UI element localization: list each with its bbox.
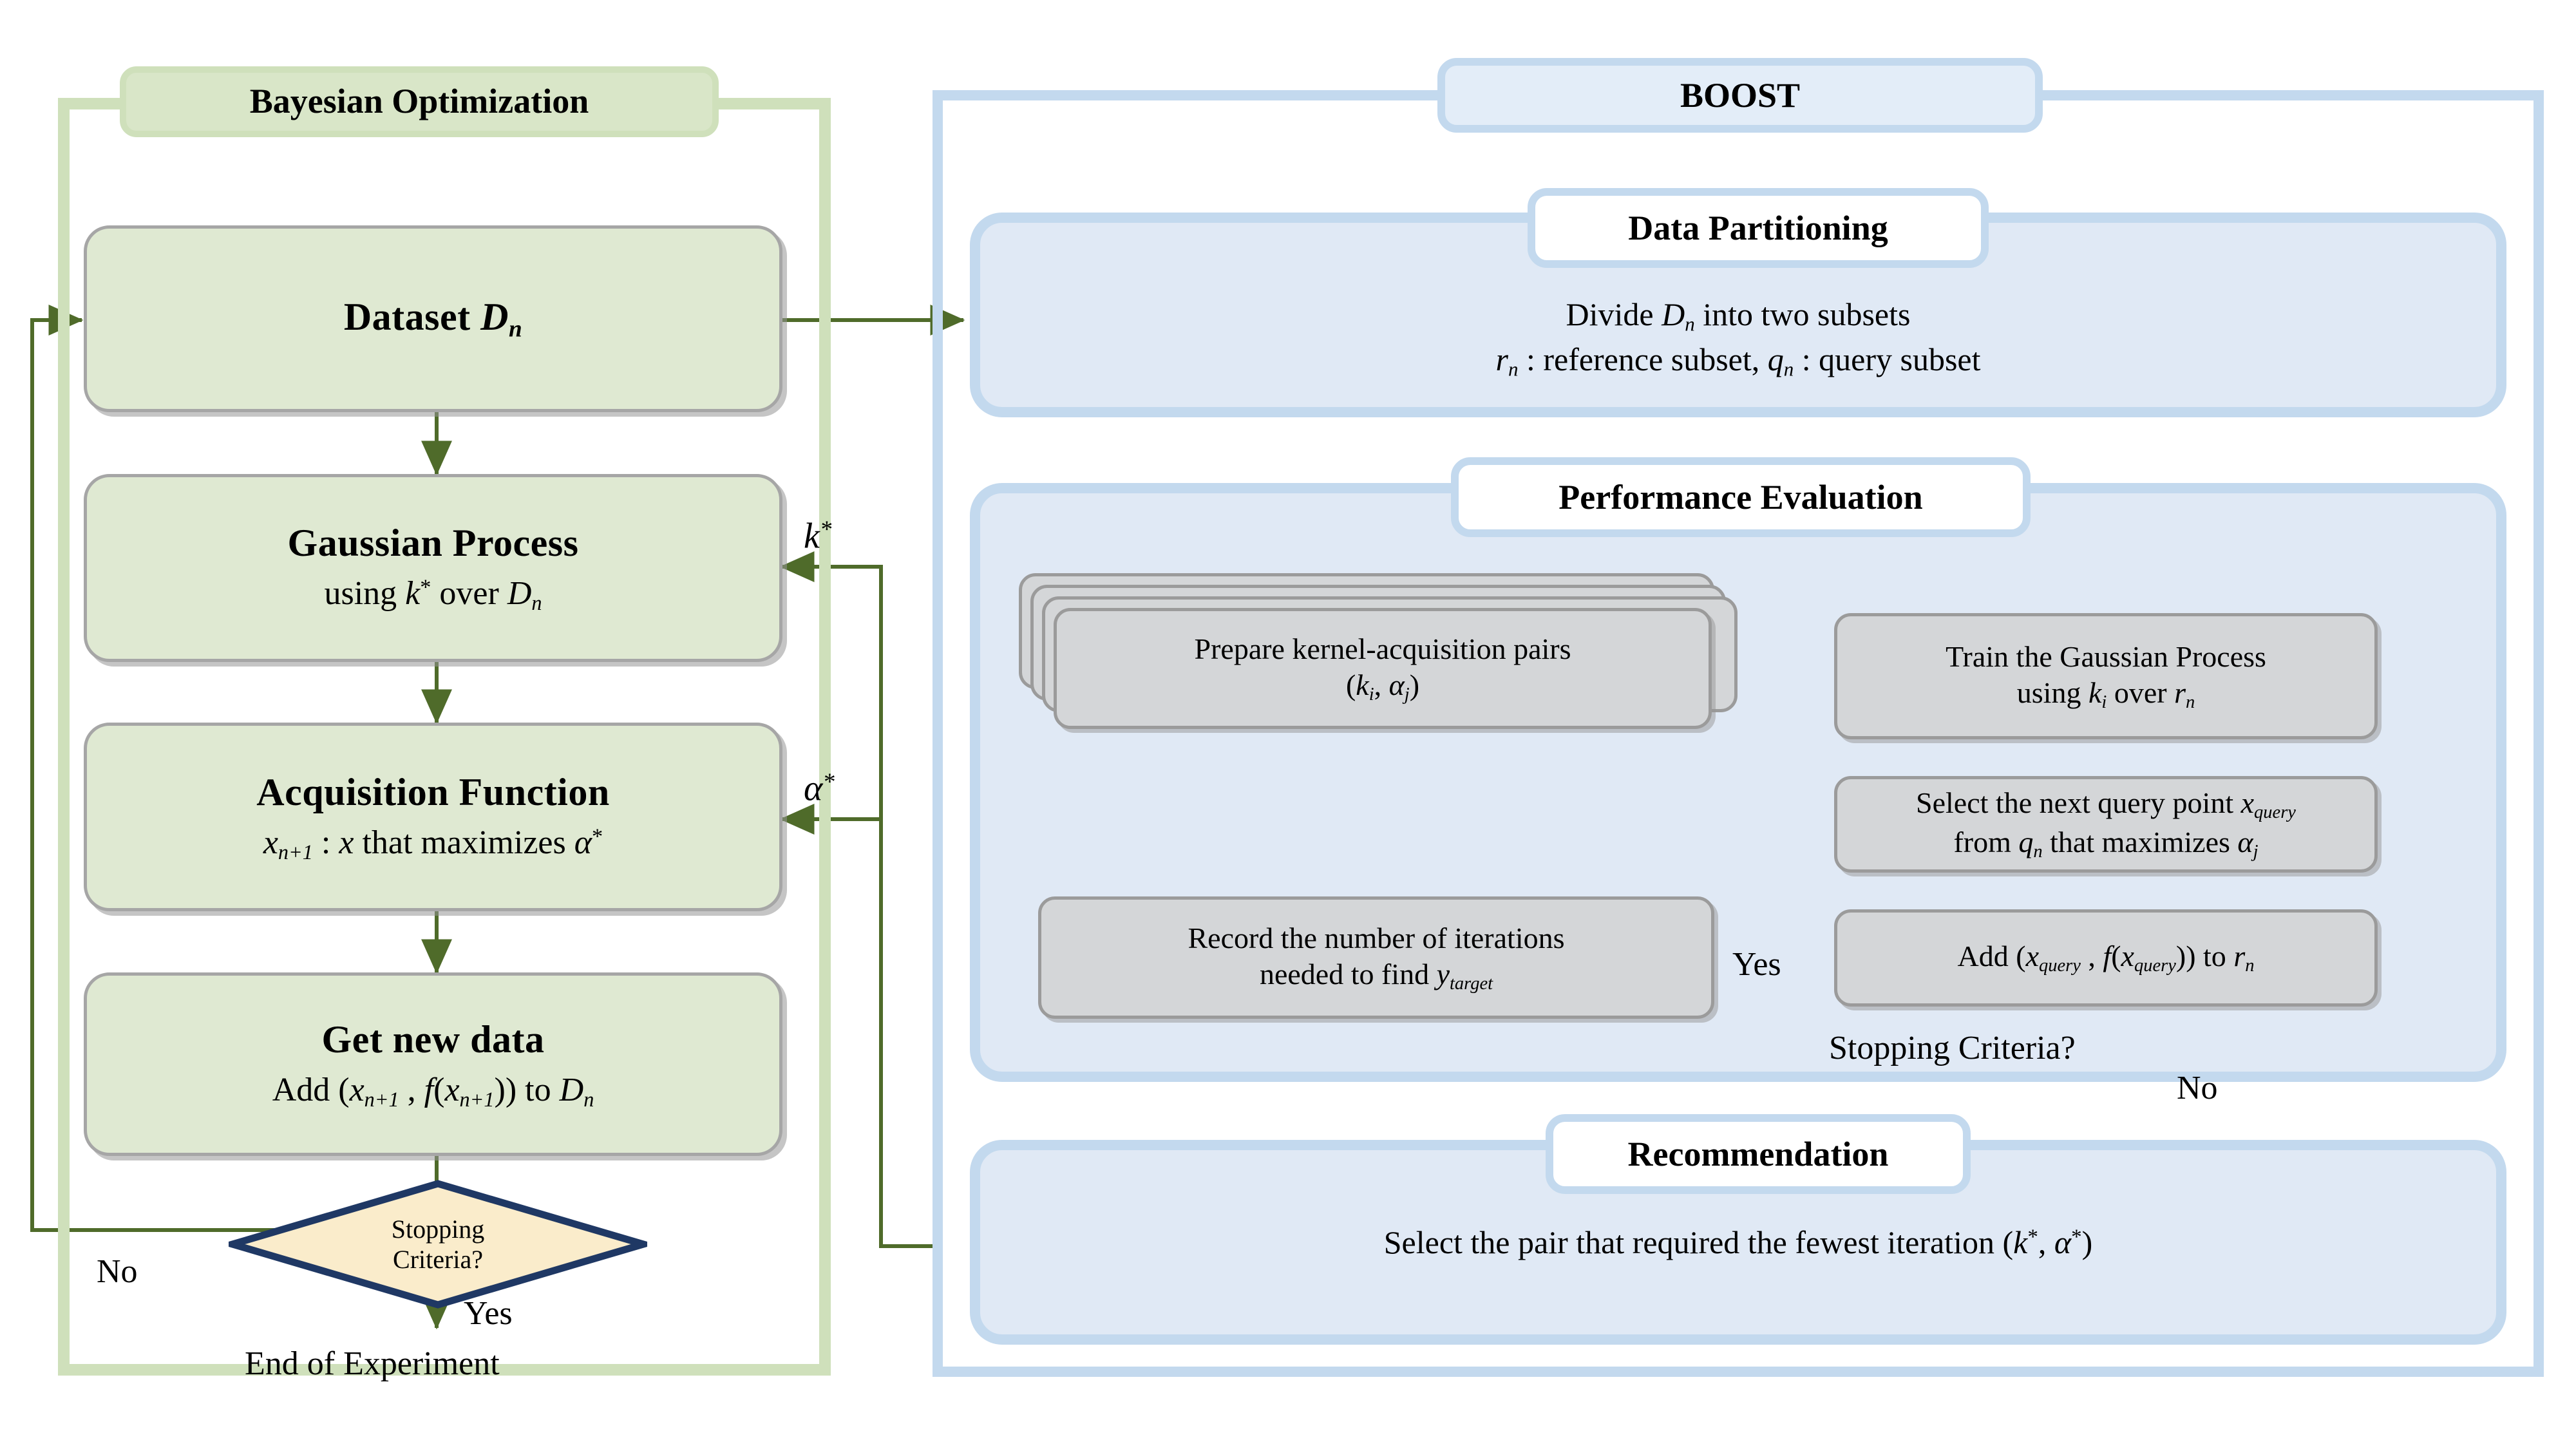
box-prepare-pairs[interactable]: Prepare kernel-acquisition pairs (ki, αj… [1054, 608, 1712, 729]
data-partitioning-body: Divide Dn into two subsets rn : referenc… [970, 277, 2506, 399]
decision-stopping-criteria-text: Stopping Criteria? [391, 1214, 485, 1274]
label-branch-yes-left: Yes [464, 1295, 513, 1332]
node-get-new-data-title: Get new data [321, 1018, 545, 1061]
label-end-of-experiment: End of Experiment [245, 1345, 500, 1382]
box-add-query-line1: Add (xquery , f(xquery)) to rn [1957, 940, 2255, 976]
box-select-query-point-line2: from qn that maximizes αj [1953, 826, 2259, 862]
data-partitioning-title-label: Data Partitioning [1628, 209, 1888, 247]
box-add-query[interactable]: Add (xquery , f(xquery)) to rn [1834, 909, 2378, 1007]
feedback-label-acquisition: α* [804, 768, 835, 809]
feedback-label-kernel: k* [804, 516, 832, 556]
performance-evaluation-title: Performance Evaluation [1451, 457, 2031, 537]
box-record-iterations[interactable]: Record the number of iterations needed t… [1038, 896, 1714, 1019]
node-dataset-title: Dataset Dn [343, 296, 523, 343]
data-partitioning-line2: rn : reference subset, qn : query subset [1495, 341, 1981, 381]
bayesian-optimization-title: Bayesian Optimization [120, 66, 719, 137]
label-branch-no-right: No [2177, 1070, 2218, 1106]
node-acquisition-function-subtitle: xn+1 : x that maximizes α* [263, 824, 603, 864]
boost-title-label: BOOST [1680, 76, 1801, 115]
node-acquisition-function[interactable]: Acquisition Function xn+1 : x that maxim… [84, 723, 782, 911]
box-record-iterations-line1: Record the number of iterations [1188, 921, 1565, 954]
node-dataset[interactable]: Dataset Dn [84, 225, 782, 412]
decision-stopping-criteria[interactable]: Stopping Criteria? [229, 1180, 647, 1309]
box-train-gp[interactable]: Train the Gaussian Process using ki over… [1834, 613, 2378, 739]
box-prepare-pairs-line1: Prepare kernel-acquisition pairs [1194, 632, 1571, 665]
bayesian-optimization-title-label: Bayesian Optimization [249, 82, 589, 121]
data-partitioning-line1: Divide Dn into two subsets [1566, 296, 1911, 336]
label-stopping-criteria-right: Stopping Criteria? [1829, 1030, 2076, 1066]
recommendation-line1: Select the pair that required the fewest… [1383, 1224, 2093, 1261]
node-get-new-data-subtitle: Add (xn+1 , f(xn+1)) to Dn [272, 1071, 594, 1111]
box-train-gp-line2: using ki over rn [2016, 676, 2195, 712]
recommendation-body: Select the pair that required the fewest… [970, 1198, 2506, 1288]
label-branch-yes-right: Yes [1732, 946, 1781, 983]
recommendation-title: Recommendation [1546, 1114, 1971, 1194]
node-gaussian-process-title: Gaussian Process [287, 522, 579, 565]
box-train-gp-line1: Train the Gaussian Process [1946, 639, 2266, 673]
box-select-query-point-line1: Select the next query point xquery [1916, 786, 2296, 823]
label-branch-no-left: No [97, 1253, 138, 1290]
performance-evaluation-title-label: Performance Evaluation [1558, 478, 1923, 516]
node-acquisition-function-title: Acquisition Function [256, 770, 610, 813]
node-gaussian-process-subtitle: using k* over Dn [324, 574, 542, 615]
box-select-query-point[interactable]: Select the next query point xquery from … [1834, 776, 2378, 873]
recommendation-title-label: Recommendation [1627, 1135, 1889, 1173]
data-partitioning-title: Data Partitioning [1528, 188, 1989, 268]
box-record-iterations-line2: needed to find ytarget [1259, 957, 1493, 994]
boost-frame [933, 90, 2544, 1377]
node-get-new-data[interactable]: Get new data Add (xn+1 , f(xn+1)) to Dn [84, 972, 782, 1156]
boost-title: BOOST [1437, 58, 2043, 133]
node-gaussian-process[interactable]: Gaussian Process using k* over Dn [84, 474, 782, 662]
box-prepare-pairs-line2: (ki, αj) [1345, 668, 1420, 705]
